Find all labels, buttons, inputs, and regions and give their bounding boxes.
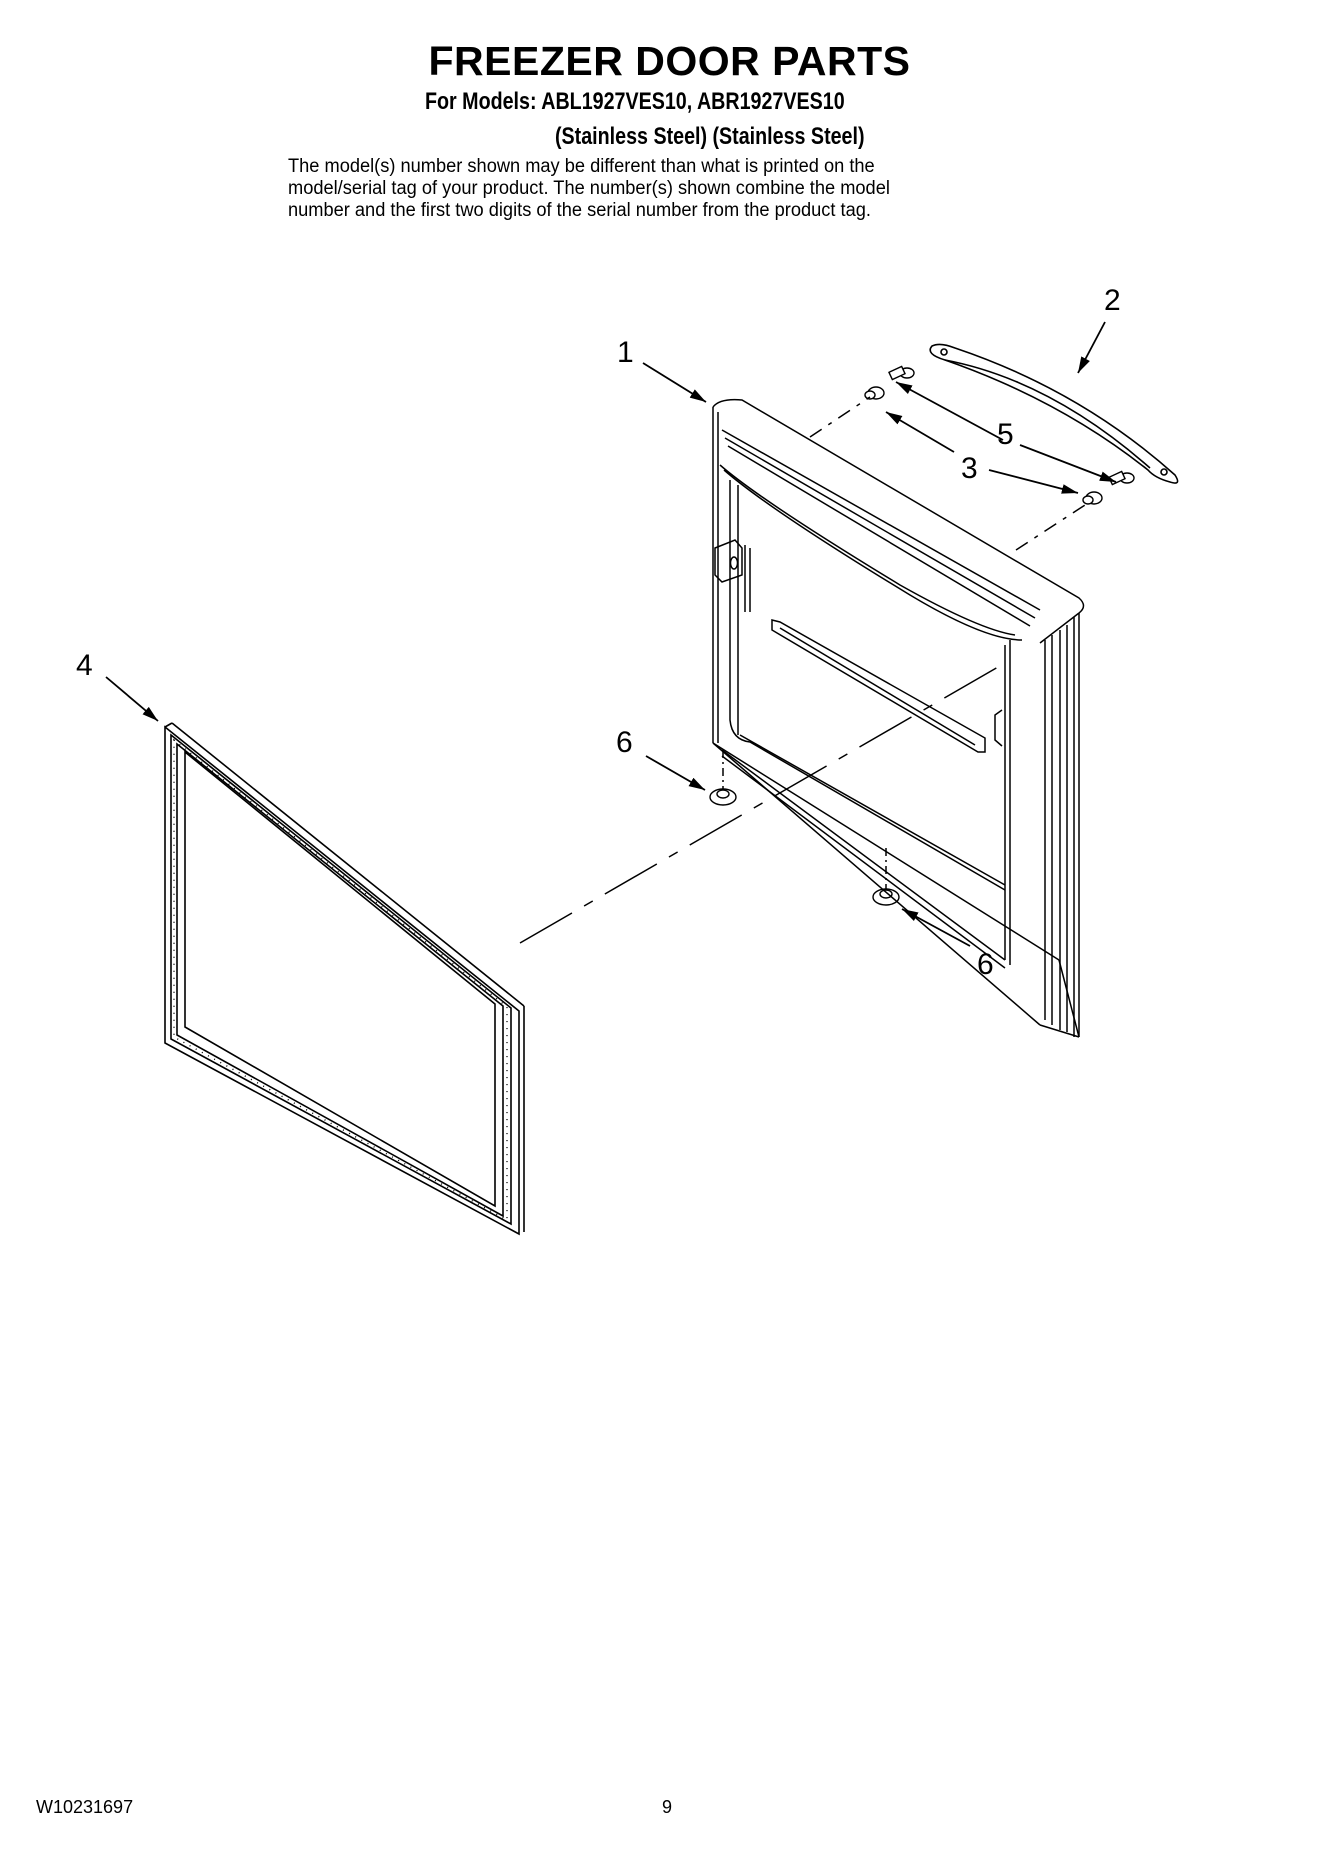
- freezer-door-drawing: [712, 398, 1085, 1038]
- callout-3: 3: [961, 452, 978, 485]
- disclaimer-line: model/serial tag of your product. The nu…: [288, 178, 890, 199]
- document-number: W10231697: [36, 1797, 134, 1817]
- page-title: FREEZER DOOR PARTS: [428, 38, 911, 84]
- door-handle-drawing: [929, 343, 1179, 484]
- callout-6-left: 6: [616, 726, 633, 759]
- callout-1: 1: [617, 336, 634, 369]
- door-gasket-drawing: [164, 722, 525, 1236]
- door-bumpers-drawing: [709, 788, 900, 906]
- finish-line: (Stainless Steel) (Stainless Steel): [555, 123, 865, 150]
- callout-4: 4: [76, 649, 93, 682]
- callout-2: 2: [1104, 284, 1121, 317]
- page-number: 9: [662, 1797, 673, 1817]
- callout-5: 5: [997, 418, 1014, 451]
- model-disclaimer: The model(s) number shown may be differe…: [288, 156, 1037, 222]
- disclaimer-line: number and the first two digits of the s…: [288, 200, 871, 221]
- callout-6-right: 6: [977, 948, 994, 981]
- assembly-lines: [519, 396, 1086, 944]
- callout-leaders: [105, 321, 1117, 947]
- disclaimer-line: The model(s) number shown may be differe…: [288, 156, 875, 177]
- fasteners-drawing: [864, 365, 1135, 505]
- models-line: For Models: ABL1927VES10, ABR1927VES10: [425, 88, 845, 115]
